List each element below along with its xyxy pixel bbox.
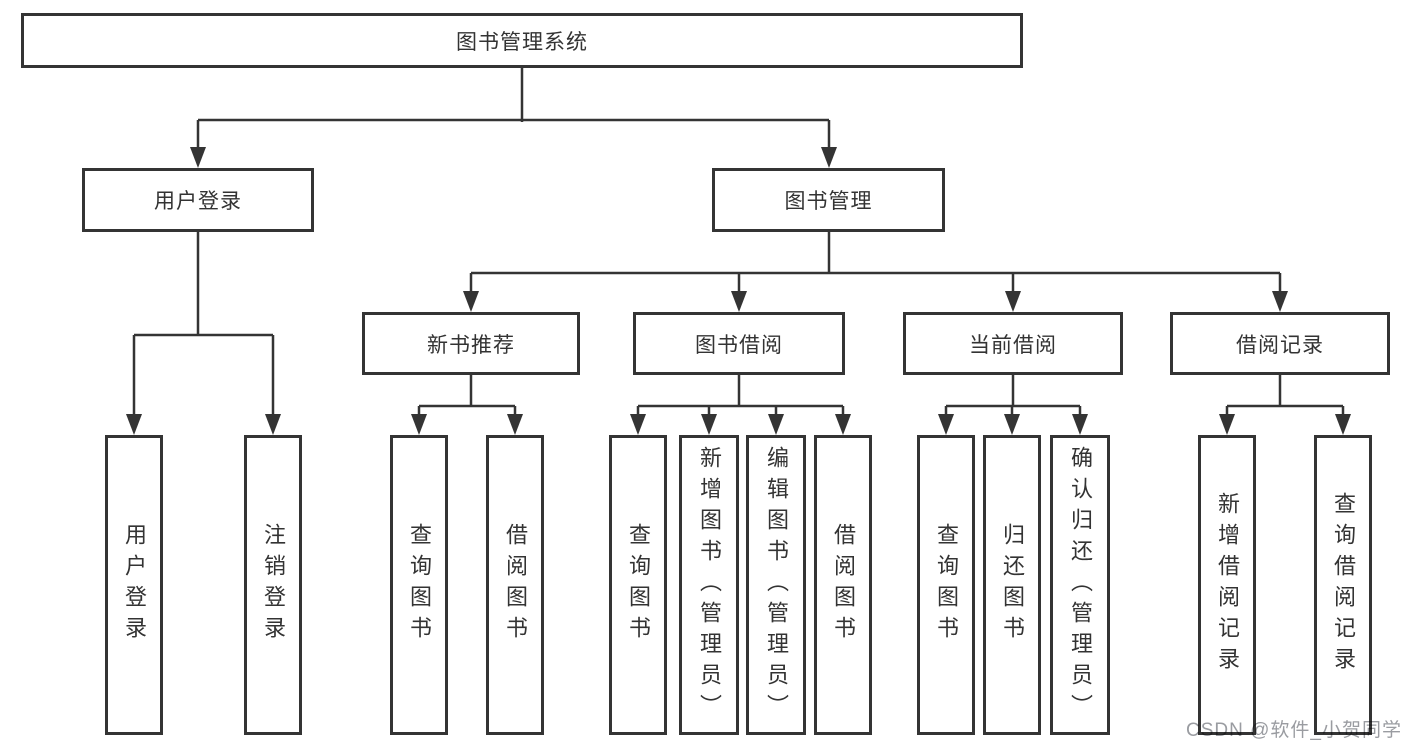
- leaf-edit-books-admin: 编辑图书（管理员）: [746, 435, 806, 735]
- node-borrow-records: 借阅记录: [1170, 312, 1390, 375]
- leaf-borrow-books-2: 借阅图书: [814, 435, 872, 735]
- leaf-query-books-3: 查询图书: [917, 435, 975, 735]
- leaf-add-borrow-record: 新增借阅记录: [1198, 435, 1256, 735]
- node-current-borrow: 当前借阅: [903, 312, 1123, 375]
- node-root-library-system: 图书管理系统: [21, 13, 1023, 68]
- leaf-logout: 注销登录: [244, 435, 302, 735]
- node-label: 归还图书: [1000, 523, 1025, 647]
- node-label: 用户登录: [154, 190, 242, 213]
- node-label: 借阅记录: [1236, 333, 1324, 357]
- node-label: 当前借阅: [969, 333, 1057, 357]
- node-label: 编辑图书（管理员）: [764, 445, 789, 725]
- node-label: 图书借阅: [695, 333, 783, 357]
- leaf-return-books: 归还图书: [983, 435, 1041, 735]
- node-label: 用户登录: [122, 523, 147, 647]
- leaf-borrow-books-1: 借阅图书: [486, 435, 544, 735]
- csdn-watermark: CSDN @软件_小贺同学: [1186, 720, 1402, 741]
- node-label: 查询图书: [934, 523, 959, 647]
- node-label: 查询图书: [407, 523, 432, 647]
- leaf-user-login: 用户登录: [105, 435, 163, 735]
- node-new-book-recommend: 新书推荐: [362, 312, 580, 375]
- node-label: 借阅图书: [831, 523, 856, 647]
- leaf-query-books-2: 查询图书: [609, 435, 667, 735]
- leaf-confirm-return-admin: 确认归还（管理员）: [1050, 435, 1110, 735]
- node-label: 图书管理系统: [456, 30, 588, 54]
- node-label: 新增图书（管理员）: [697, 445, 722, 725]
- leaf-query-books-1: 查询图书: [390, 435, 448, 735]
- node-label: 查询借阅记录: [1331, 492, 1356, 678]
- node-label: 查询图书: [626, 523, 651, 647]
- node-user-login: 用户登录: [82, 168, 314, 232]
- leaf-query-borrow-record: 查询借阅记录: [1314, 435, 1372, 735]
- node-label: 确认归还（管理员）: [1068, 445, 1093, 725]
- node-label: 借阅图书: [503, 523, 528, 647]
- node-label: 图书管理: [784, 190, 873, 213]
- node-label: 新增借阅记录: [1215, 492, 1240, 678]
- node-book-borrow: 图书借阅: [633, 312, 845, 375]
- node-label: 注销登录: [261, 523, 286, 647]
- leaf-add-books-admin: 新增图书（管理员）: [679, 435, 739, 735]
- node-book-management: 图书管理: [712, 168, 945, 232]
- node-label: 新书推荐: [427, 333, 515, 357]
